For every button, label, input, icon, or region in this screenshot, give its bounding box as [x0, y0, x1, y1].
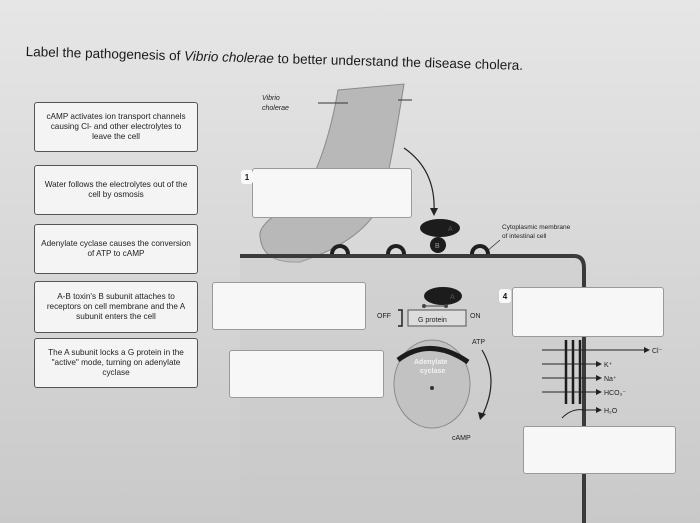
g-protein-label: G protein — [418, 317, 447, 324]
label-ab-toxin[interactable]: A-B toxin's B subunit attaches to recept… — [34, 281, 198, 333]
ion-k: K⁺ — [604, 362, 613, 369]
arrowhead-k — [596, 361, 602, 367]
step-number-1: 1 — [241, 170, 253, 184]
arrowhead-h2o — [596, 407, 602, 413]
drop-target-2[interactable] — [212, 282, 366, 330]
toxin-release-arrow — [403, 147, 435, 213]
switch-bracket — [398, 309, 403, 327]
switch-on-label: ON — [470, 313, 481, 320]
receptor-middle — [386, 244, 406, 254]
label-camp-activates[interactable]: cAMP activates ion transport channels ca… — [34, 102, 198, 152]
cytoplasmic-membrane — [240, 254, 586, 523]
toxin-a-label-inside: A — [450, 294, 455, 301]
ion-h2o: H₂O — [604, 408, 618, 415]
arrowhead-cl — [644, 347, 650, 353]
drop-target-1[interactable] — [252, 168, 412, 218]
arrowhead-na — [596, 375, 602, 381]
toxin-a-subunit-inside — [424, 287, 462, 305]
atp-arrow — [481, 349, 492, 417]
label-adenylate-cyclase[interactable]: Adenylate cyclase causes the conversion … — [34, 224, 198, 274]
ion-hco3: HCO₃⁻ — [604, 390, 626, 397]
toxin-release-arrowhead — [430, 208, 438, 216]
vibrio-label-1: Vibrio — [262, 95, 280, 102]
receptor-right — [470, 244, 490, 254]
switch-off-label: OFF — [377, 313, 391, 320]
switch-toggle-left — [422, 304, 426, 308]
adenylate-label-1: Adenylate — [414, 359, 448, 366]
membrane-label-1: Cytoplasmic membrane — [502, 224, 571, 231]
label-a-subunit[interactable]: The A subunit locks a G protein in the "… — [34, 338, 198, 388]
adenylate-cyclase — [393, 339, 471, 429]
arrow-h2o — [561, 409, 596, 419]
toxin-b-label: B — [435, 243, 440, 250]
ion-cl: Cl⁻ — [652, 348, 663, 355]
vibrio-label-2: cholerae — [262, 105, 289, 112]
camp-label: cAMP — [452, 435, 471, 442]
adenylate-cyclase-top — [396, 346, 470, 365]
arrowhead-hco3 — [596, 389, 602, 395]
receptor-left — [330, 244, 350, 254]
adenylate-label-2: cyclase — [420, 368, 445, 375]
ion-na: Na⁺ — [604, 376, 617, 383]
label-water-follows[interactable]: Water follows the electrolytes out of th… — [34, 165, 198, 215]
membrane-label-2: of intestinal cell — [502, 233, 547, 240]
atp-label: ATP — [472, 339, 485, 346]
drop-target-4[interactable] — [512, 287, 664, 337]
g-protein-box — [407, 309, 467, 327]
toxin-b-subunit — [430, 237, 446, 253]
step-number-4: 4 — [499, 289, 511, 303]
toxin-a-label-outside: A — [448, 226, 453, 233]
switch-toggle-right — [444, 304, 448, 308]
drop-target-5[interactable] — [523, 426, 676, 474]
toxin-a-subunit-outside — [420, 219, 460, 237]
drop-target-3[interactable] — [229, 350, 384, 398]
atp-arrowhead — [478, 412, 486, 420]
adenylate-dot — [430, 386, 434, 390]
